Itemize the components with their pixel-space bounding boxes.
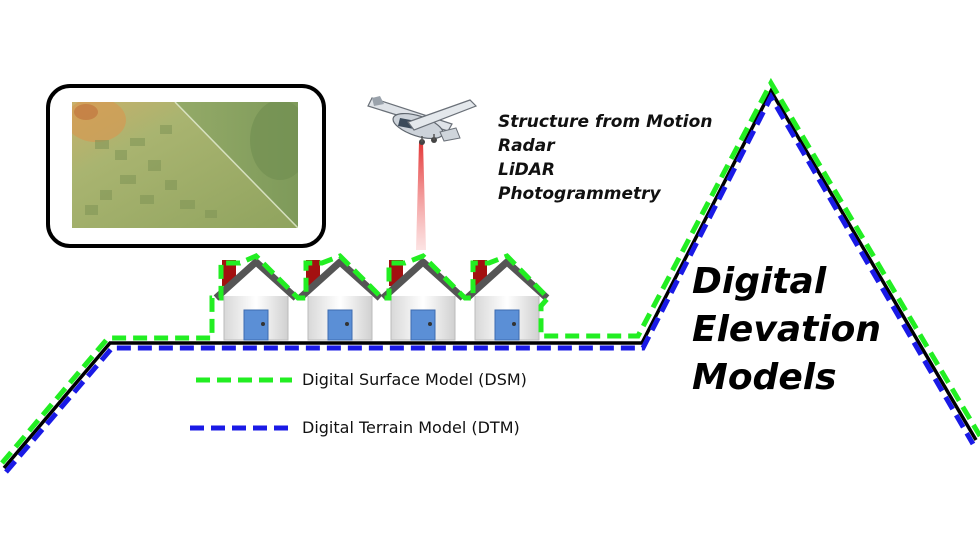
acquisition-methods-list: Structure from Motion Radar LiDAR Photog… bbox=[498, 110, 712, 206]
method-item: LiDAR bbox=[498, 160, 556, 180]
houses bbox=[216, 260, 547, 340]
title-line: Digital bbox=[692, 261, 827, 302]
method-item: Photogrammetry bbox=[498, 184, 661, 204]
dsm-line bbox=[0, 77, 980, 465]
method-item: Radar bbox=[498, 136, 555, 156]
terrain-line bbox=[2, 87, 978, 470]
method-item: Structure from Motion bbox=[498, 112, 713, 132]
legend-dsm-label: Digital Surface Model (DSM) bbox=[302, 370, 527, 389]
diagram-title: Digital Elevation Models bbox=[692, 258, 881, 402]
airplane-icon bbox=[367, 96, 478, 145]
dtm-line bbox=[4, 91, 976, 474]
elevation-map-thumbnail bbox=[46, 84, 326, 248]
title-line: Elevation bbox=[692, 309, 882, 350]
title-line: Models bbox=[692, 357, 837, 398]
legend-dtm-label: Digital Terrain Model (DTM) bbox=[302, 418, 520, 437]
laser-beam bbox=[416, 142, 426, 250]
